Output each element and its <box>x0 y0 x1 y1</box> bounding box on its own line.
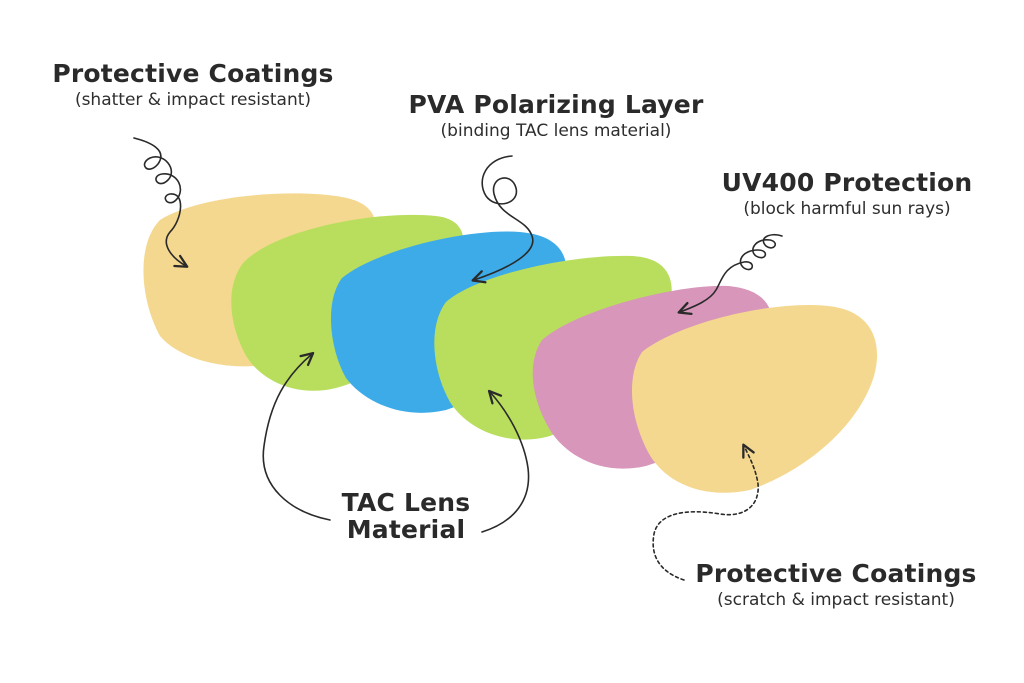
label-pva-title: PVA Polarizing Layer <box>408 90 704 119</box>
label-tac-title-line2: Material <box>346 515 466 544</box>
arrow-tac-right <box>481 389 530 533</box>
label-protective-coatings-top-title: Protective Coatings <box>52 59 334 88</box>
label-protective-coatings-bottom-title: Protective Coatings <box>695 559 977 588</box>
arrow-pva <box>471 155 534 284</box>
label-tac-title-line1: TAC Lens <box>341 488 471 517</box>
label-protective-coatings-bottom: Protective Coatings (scratch & impact re… <box>686 560 986 610</box>
label-protective-coatings-top-subtitle: (shatter & impact resistant) <box>74 90 312 110</box>
label-uv-title: UV400 Protection <box>721 168 973 197</box>
label-pva-subtitle: (binding TAC lens material) <box>440 121 672 141</box>
label-uv-subtitle: (block harmful sun rays) <box>743 199 951 219</box>
label-uv400-protection: UV400 Protection (block harmful sun rays… <box>712 169 982 219</box>
arrow-tac-left <box>262 351 331 521</box>
label-protective-coatings-top: Protective Coatings (shatter & impact re… <box>48 60 338 110</box>
arrow-bottom-coatings <box>652 443 759 581</box>
arrow-top-coatings <box>133 137 189 268</box>
label-pva-polarizing-layer: PVA Polarizing Layer (binding TAC lens m… <box>396 91 716 141</box>
arrow-uv <box>677 233 783 316</box>
label-protective-coatings-bottom-subtitle: (scratch & impact resistant) <box>717 590 955 610</box>
lens-layer-protective-coating-inner <box>631 305 878 493</box>
label-tac-lens-material: TAC Lens Material <box>326 489 486 543</box>
